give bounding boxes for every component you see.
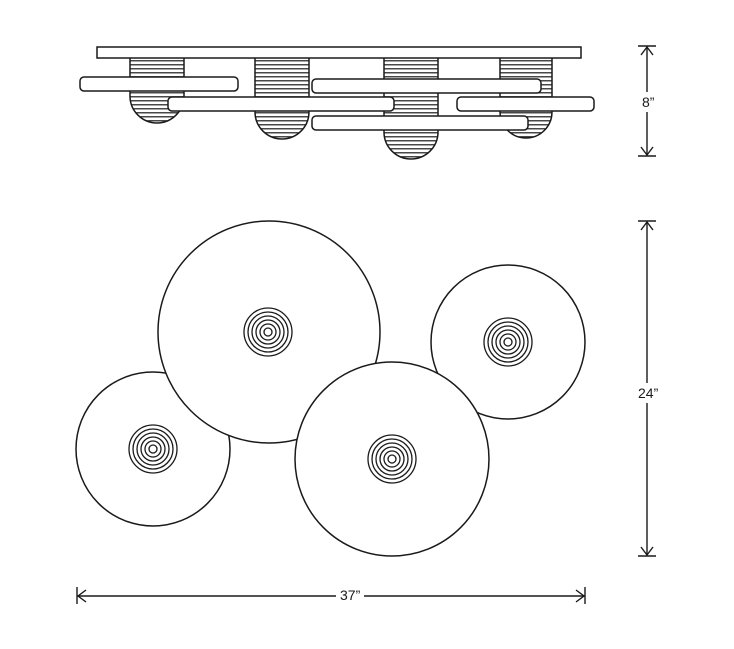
disc-edge <box>456 96 595 112</box>
side-view <box>79 46 595 160</box>
disc-shade <box>294 361 490 557</box>
center-rings <box>243 307 293 357</box>
canopy-plate <box>96 46 582 59</box>
disc-edge <box>167 96 395 112</box>
disc-edge <box>79 76 239 92</box>
disc-edge <box>311 115 529 131</box>
dimension-width <box>76 587 586 604</box>
shade-cup <box>129 58 185 124</box>
center-rings <box>367 434 417 484</box>
overall-width-label: 37” <box>336 587 365 603</box>
disc-shade <box>430 264 586 420</box>
shade-cup <box>383 58 439 160</box>
disc-edge <box>311 78 542 94</box>
center-rings <box>128 424 178 474</box>
side-height-label: 8” <box>640 92 657 112</box>
disc-shade <box>157 220 381 444</box>
overall-height-label: 24” <box>636 383 661 403</box>
top-view <box>75 220 586 557</box>
center-rings <box>483 317 533 367</box>
